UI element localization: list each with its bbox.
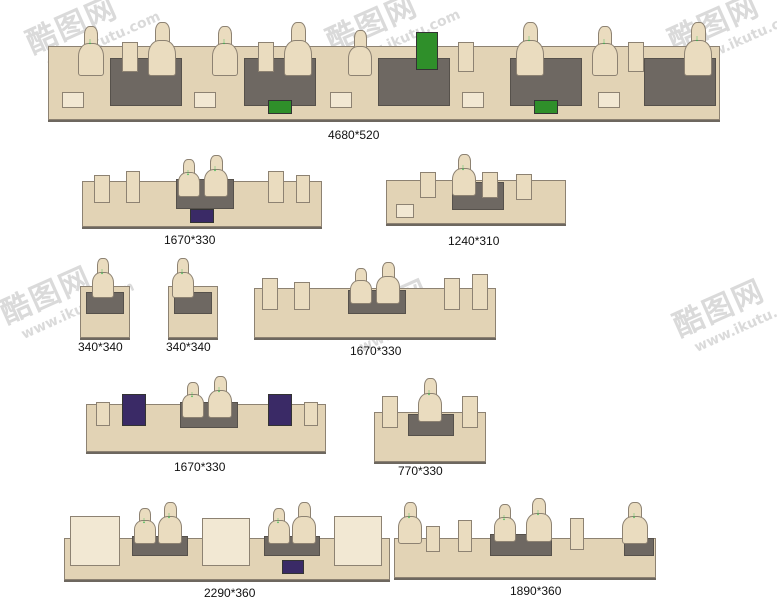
pendant-stand — [570, 518, 584, 550]
bust-stand: ↓ — [418, 378, 442, 422]
display-counter-340-a: ↓ 340*340 — [78, 258, 134, 354]
bust-stand: ↓ — [204, 155, 228, 197]
dimension-label: 340*340 — [78, 340, 123, 354]
bust-stand: ↓ — [172, 258, 194, 298]
pendant-stand — [268, 171, 284, 203]
pendant-stand — [262, 278, 278, 310]
display-counter-1670: ↓ ↓ 1670*330 — [82, 155, 322, 248]
ring-tray — [396, 204, 414, 218]
pendant-stand — [294, 282, 310, 310]
dimension-label: 2290*360 — [204, 586, 256, 600]
bust-stand: ↓ — [516, 22, 544, 76]
dark-block — [378, 58, 450, 106]
gem-photo — [268, 394, 292, 426]
dimension-label: 1670*330 — [350, 344, 402, 358]
pendant-stand — [420, 172, 436, 198]
bust-stand: ↓ — [182, 382, 204, 418]
bust-stand: ↓ — [684, 22, 712, 76]
pendant-stand — [382, 396, 398, 428]
gem-photo — [122, 394, 146, 426]
display-counter-770: ↓ 770*330 — [374, 378, 486, 478]
watermark-url: www.ikutu.com — [692, 291, 777, 356]
ring-tray — [598, 92, 620, 108]
bust-stand: ↓ — [622, 502, 648, 544]
bust-stand: ↓ — [178, 159, 200, 197]
jade-photo — [268, 100, 292, 114]
dimension-label: 4680*520 — [328, 128, 380, 142]
pendant-stand — [126, 171, 140, 203]
watermark-logo: 酷图网 — [668, 273, 771, 345]
showcase-box — [70, 516, 120, 566]
pendant-stand — [482, 172, 498, 198]
display-counter-340-b: ↓ 340*340 — [166, 258, 222, 354]
pendant-stand — [628, 42, 644, 72]
ring-tray — [330, 92, 352, 108]
dimension-label: 1890*360 — [510, 584, 562, 598]
pendant-stand — [444, 278, 460, 310]
bust-stand — [348, 30, 372, 76]
gem-photo — [282, 560, 304, 574]
pendant-stand — [462, 396, 478, 428]
display-counter-4680: ↓ ↓ ↓ ↓ ↓ 4680*520 — [48, 18, 720, 143]
watermark: 酷图网 www.ikutu.com — [665, 251, 777, 359]
bust-stand: ↓ — [78, 26, 104, 76]
ring-tray — [62, 92, 84, 108]
bust-stand: ↓ — [452, 154, 476, 196]
bust-stand: ↓ — [268, 508, 290, 544]
dimension-label: 1670*330 — [164, 233, 216, 247]
bust-stand: ↓ — [494, 504, 516, 542]
jade-photo — [534, 100, 558, 114]
bust-stand: ↓ — [592, 26, 618, 76]
display-counter-2290: ↓ ↓ ↓ 2290*360 — [64, 500, 390, 600]
pendant-stand — [258, 42, 274, 72]
bust-stand: ↓ — [92, 258, 114, 298]
pendant-stand — [304, 402, 318, 426]
bust-stand — [292, 502, 316, 544]
pendant-stand — [96, 402, 110, 426]
dimension-label: 1240*310 — [448, 234, 500, 248]
ring-tray — [462, 92, 484, 108]
ring-tray — [194, 92, 216, 108]
display-counter-1240: ↓ 1240*310 — [386, 152, 566, 248]
pendant-stand — [458, 42, 474, 72]
pendant-stand — [296, 175, 310, 203]
display-counter-1890: ↓ ↓ ↓ ↓ 1890*360 — [394, 498, 656, 598]
bust-stand: ↓ — [212, 26, 238, 76]
pendant-stand — [426, 526, 440, 552]
bust-stand — [376, 262, 400, 304]
dimension-label: 340*340 — [166, 340, 211, 354]
display-counter-1670-c: ↓ ↓ 1670*330 — [86, 376, 326, 474]
bust-stand: ↓ — [398, 502, 422, 544]
pendant-stand — [516, 174, 532, 200]
display-counter-1670-b: 1670*330 — [254, 262, 496, 358]
dimension-label: 770*330 — [398, 464, 443, 478]
bust-stand — [350, 268, 372, 304]
pendant-stand — [458, 520, 472, 552]
bust-stand: ↓ — [526, 498, 552, 542]
pendant-stand — [122, 42, 138, 72]
bust-stand: ↓ — [208, 376, 232, 418]
bust-stand: ↓ — [134, 508, 156, 544]
bust-stand: ↓ — [158, 502, 182, 544]
dimension-label: 1670*330 — [174, 460, 226, 474]
bust-stand — [284, 22, 312, 76]
gem-photo — [190, 209, 214, 223]
jade-pendant-photo — [416, 32, 438, 70]
pendant-stand — [94, 175, 110, 203]
showcase-box — [202, 518, 250, 566]
showcase-box — [334, 516, 382, 566]
bust-stand — [148, 22, 176, 76]
pendant-stand — [472, 274, 488, 310]
